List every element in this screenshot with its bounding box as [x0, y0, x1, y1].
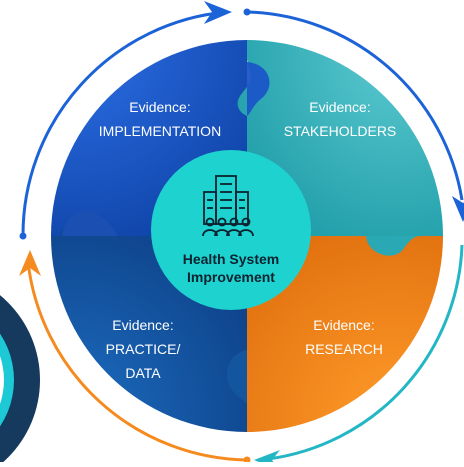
arrowhead-bottom-icon	[254, 450, 280, 467]
center-title-line1: Health System	[183, 251, 279, 267]
arrowhead-left-icon	[19, 250, 41, 276]
arrow-implementation-to-stakeholders	[21, 10, 227, 237]
building-with-people-icon	[202, 175, 254, 237]
left-decor-circle	[0, 295, 40, 465]
arrowhead-top-icon	[204, 1, 232, 24]
practice-label-line2: PRACTICE/	[106, 341, 181, 357]
label-stakeholders: Evidence: STAKEHOLDERS	[284, 99, 397, 139]
arrow-stakeholders-to-research	[246, 10, 464, 201]
research-label-line2: RESEARCH	[305, 341, 383, 357]
arrowhead-right-icon	[452, 196, 464, 222]
arrow-research-to-practice	[267, 244, 464, 461]
puzzle-knob-left	[62, 211, 118, 236]
implementation-label-line2: IMPLEMENTATION	[99, 123, 221, 139]
arrow-practice-to-implementation	[26, 261, 248, 462]
puzzle-knob-right	[366, 236, 420, 256]
stakeholders-label-line1: Evidence:	[309, 99, 370, 115]
label-implementation: Evidence: IMPLEMENTATION	[99, 99, 221, 139]
implementation-label-line1: Evidence:	[129, 99, 190, 115]
label-practice: Evidence: PRACTICE/ DATA	[106, 317, 181, 381]
puzzle-knob-bottom	[226, 350, 247, 404]
practice-label-line1: Evidence:	[112, 317, 173, 333]
center-title-line2: Improvement	[187, 269, 275, 285]
center-hub: Health System Improvement	[151, 150, 311, 310]
puzzle-knob-top	[247, 62, 270, 116]
stakeholders-label-line2: STAKEHOLDERS	[284, 123, 397, 139]
label-research: Evidence: RESEARCH	[305, 317, 383, 357]
research-label-line1: Evidence:	[313, 317, 374, 333]
practice-label-line3: DATA	[125, 365, 161, 381]
